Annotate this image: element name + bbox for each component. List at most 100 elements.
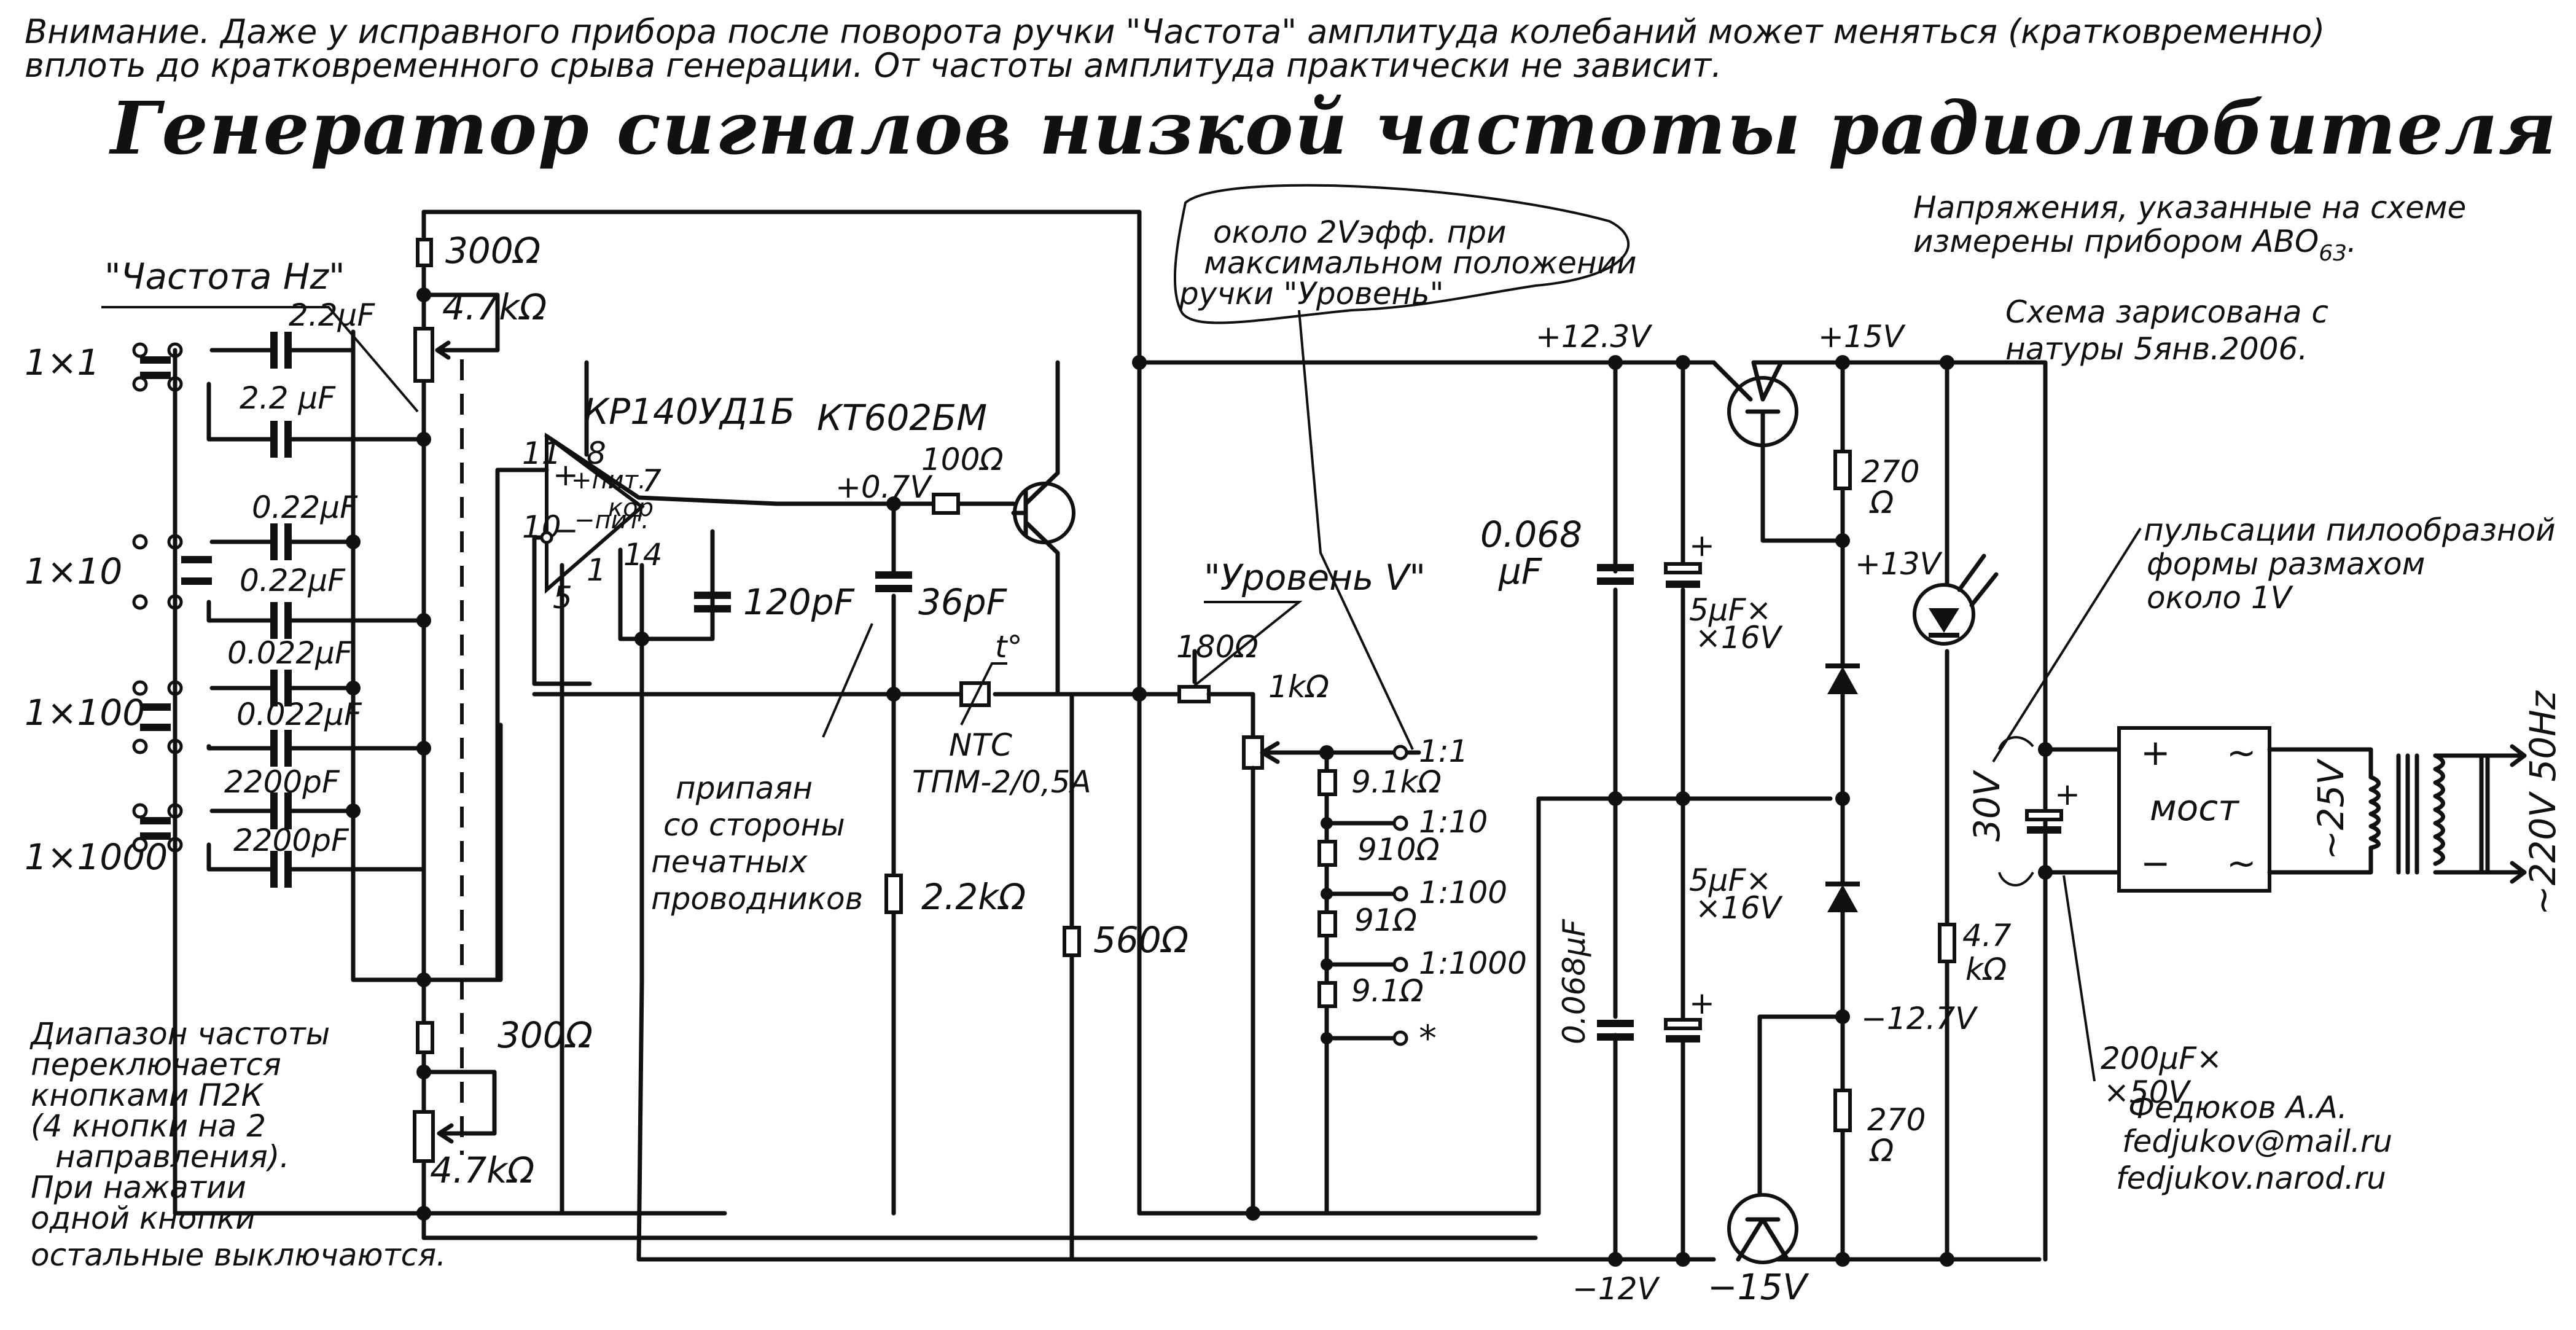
light-arrows-icon [1957, 554, 1999, 608]
pot-4k7-top[interactable] [413, 327, 434, 383]
resistor-label: 9.1Ω [1351, 973, 1424, 1009]
frequency-section: "Частота Hz" 1×1 1×10 1×100 1×1000 [25, 209, 1538, 1273]
cap-label: 120pF [743, 581, 856, 623]
cap-label: 0.22μF [252, 490, 358, 525]
capacitor-bank [206, 332, 431, 888]
pot-1k-level[interactable] [1242, 735, 1264, 770]
bubble-line: около 2Vэфф. при [1213, 214, 1507, 250]
output-taps[interactable] [1321, 745, 1408, 1046]
svg-text:Схема зарисована с: Схема зарисована с [2005, 294, 2328, 330]
voltage-label: −15V [1708, 1266, 1809, 1308]
voltage-label: +13V [1855, 546, 1943, 582]
sketch-date-note: Схема зарисована с натуры 5янв.2006. [2005, 294, 2328, 367]
bridge-ac: ~ [2227, 732, 2257, 773]
transistor-leads [1736, 1217, 1790, 1262]
author-email[interactable]: fedjukov@mail.ru [2122, 1124, 2392, 1159]
cap-label: 2.2μF [289, 297, 375, 333]
wire [421, 292, 500, 353]
opamp-plus: + [553, 457, 579, 493]
pot-label: 4.7kΩ [430, 1149, 534, 1191]
tap-star[interactable] [1392, 1030, 1408, 1046]
resistor-label: 4.7 [1962, 918, 2012, 953]
pot-4k7-bottom[interactable] [413, 1110, 435, 1163]
cap-label: 2200pF [233, 823, 349, 858]
bridge-label: мост [2150, 787, 2240, 829]
switch-1x10[interactable] [132, 534, 212, 610]
pin-label: 11 [522, 436, 561, 471]
opamp-section: КР140УД1Б 11 10 8 7 5 1 14 + − +пит. −пи… [495, 360, 1074, 1262]
resistor-label: 270 [1867, 1102, 1926, 1138]
switch-1x1000[interactable] [132, 803, 183, 853]
zener-diode-bottom [1827, 885, 1858, 912]
switch-1x1[interactable] [132, 342, 183, 392]
svg-text:кнопками П2К: кнопками П2К [31, 1078, 265, 1113]
pin-label: 1 [587, 552, 606, 588]
tap-label: 1:1000 [1419, 945, 1527, 981]
voltage-label: +15V [1818, 319, 1907, 354]
tap-1-10[interactable] [1392, 815, 1408, 831]
ntc-thermistor [959, 681, 991, 707]
plus-sign: + [1689, 985, 1715, 1021]
resistor-label: 100Ω [921, 442, 1004, 477]
resistor-label: 9.1kΩ [1351, 764, 1442, 800]
tap-1-100[interactable] [1392, 886, 1408, 902]
resistor-label: 270 [1861, 454, 1919, 490]
resistor-300-bottom [416, 1021, 434, 1054]
ohm-label: Ω [1869, 485, 1894, 520]
led-diode-icon [1929, 608, 1959, 633]
cap-leader [2063, 875, 2096, 1082]
resistor-label: kΩ [1965, 952, 2007, 987]
ripple-leader [1992, 527, 2142, 763]
tap-1-1[interactable] [1392, 745, 1408, 761]
voltage-label: 30V [1966, 769, 2008, 842]
level-knob-label: "Уровень V" [1204, 557, 1426, 598]
opamp-triangle [545, 432, 645, 594]
author-site[interactable]: fedjukov.narod.ru [2116, 1160, 2386, 1196]
resistor-label: 300Ω [498, 1014, 593, 1056]
transistor-leads [1011, 360, 1060, 697]
page-title: Генератор сигналов низкой частоты радиол… [109, 85, 2576, 171]
cap-label: ×16V [1695, 890, 1784, 926]
frequency-knob-label: "Частота Hz" [104, 256, 345, 297]
resistor-label: 300Ω [445, 230, 541, 272]
wire [421, 1070, 497, 1136]
plus-sign: + [1689, 528, 1715, 563]
opamp-part: КР140УД1Б [584, 391, 795, 432]
transistor-neg-reg [1727, 1193, 1798, 1264]
voltage-label: −12V [1572, 1271, 1661, 1307]
resistor-270-top [1833, 450, 1852, 490]
cap-label: 0.068μF [1556, 918, 1592, 1044]
cap-label: 2200pF [224, 764, 340, 800]
warning-line-2: вплоть до кратковременного срыва генерац… [25, 46, 1722, 85]
transformer-core [2396, 753, 2419, 875]
resistor-label: 2.2kΩ [921, 876, 1026, 918]
resistor-560 [1063, 926, 1081, 957]
svg-text:около 1V: около 1V [2147, 580, 2294, 616]
wire [2433, 753, 2490, 875]
opamp-vplus: +пит. [571, 466, 646, 495]
ntc-t-label: t° [995, 629, 1023, 665]
cap-label: 5μF× [1689, 592, 1771, 628]
tap-label: * [1419, 1017, 1437, 1059]
cap-label: ×16V [1695, 620, 1784, 655]
wire [2043, 747, 2121, 875]
svg-text:одной кнопки: одной кнопки [31, 1200, 256, 1236]
wire [2267, 747, 2373, 875]
svg-text:Напряжения, указанные на схеме: Напряжения, указанные на схеме [1913, 190, 2466, 225]
power-section: +12.3V +15V −12V −15V 0.068 μF 0.068μF +… [639, 319, 2564, 1308]
bridge-ac: ~ [2227, 842, 2257, 884]
tap-label: 1:10 [1419, 804, 1488, 840]
transformer-primary [2433, 753, 2445, 866]
wiper-arrow-icon [437, 1123, 469, 1144]
bridge-rectifier [2117, 726, 2271, 893]
resistor-label: 180Ω [1176, 629, 1259, 665]
wire [618, 547, 641, 641]
tap-1-1000[interactable] [1392, 956, 1408, 972]
svg-text:со стороны: со стороны [663, 807, 845, 843]
wire [351, 329, 503, 982]
plus-sign: + [2055, 776, 2080, 812]
opamp-kor: кор [608, 494, 654, 522]
voltage-label: −12.7V [1861, 1001, 1978, 1036]
voltage-label: +12.3V [1536, 319, 1653, 354]
